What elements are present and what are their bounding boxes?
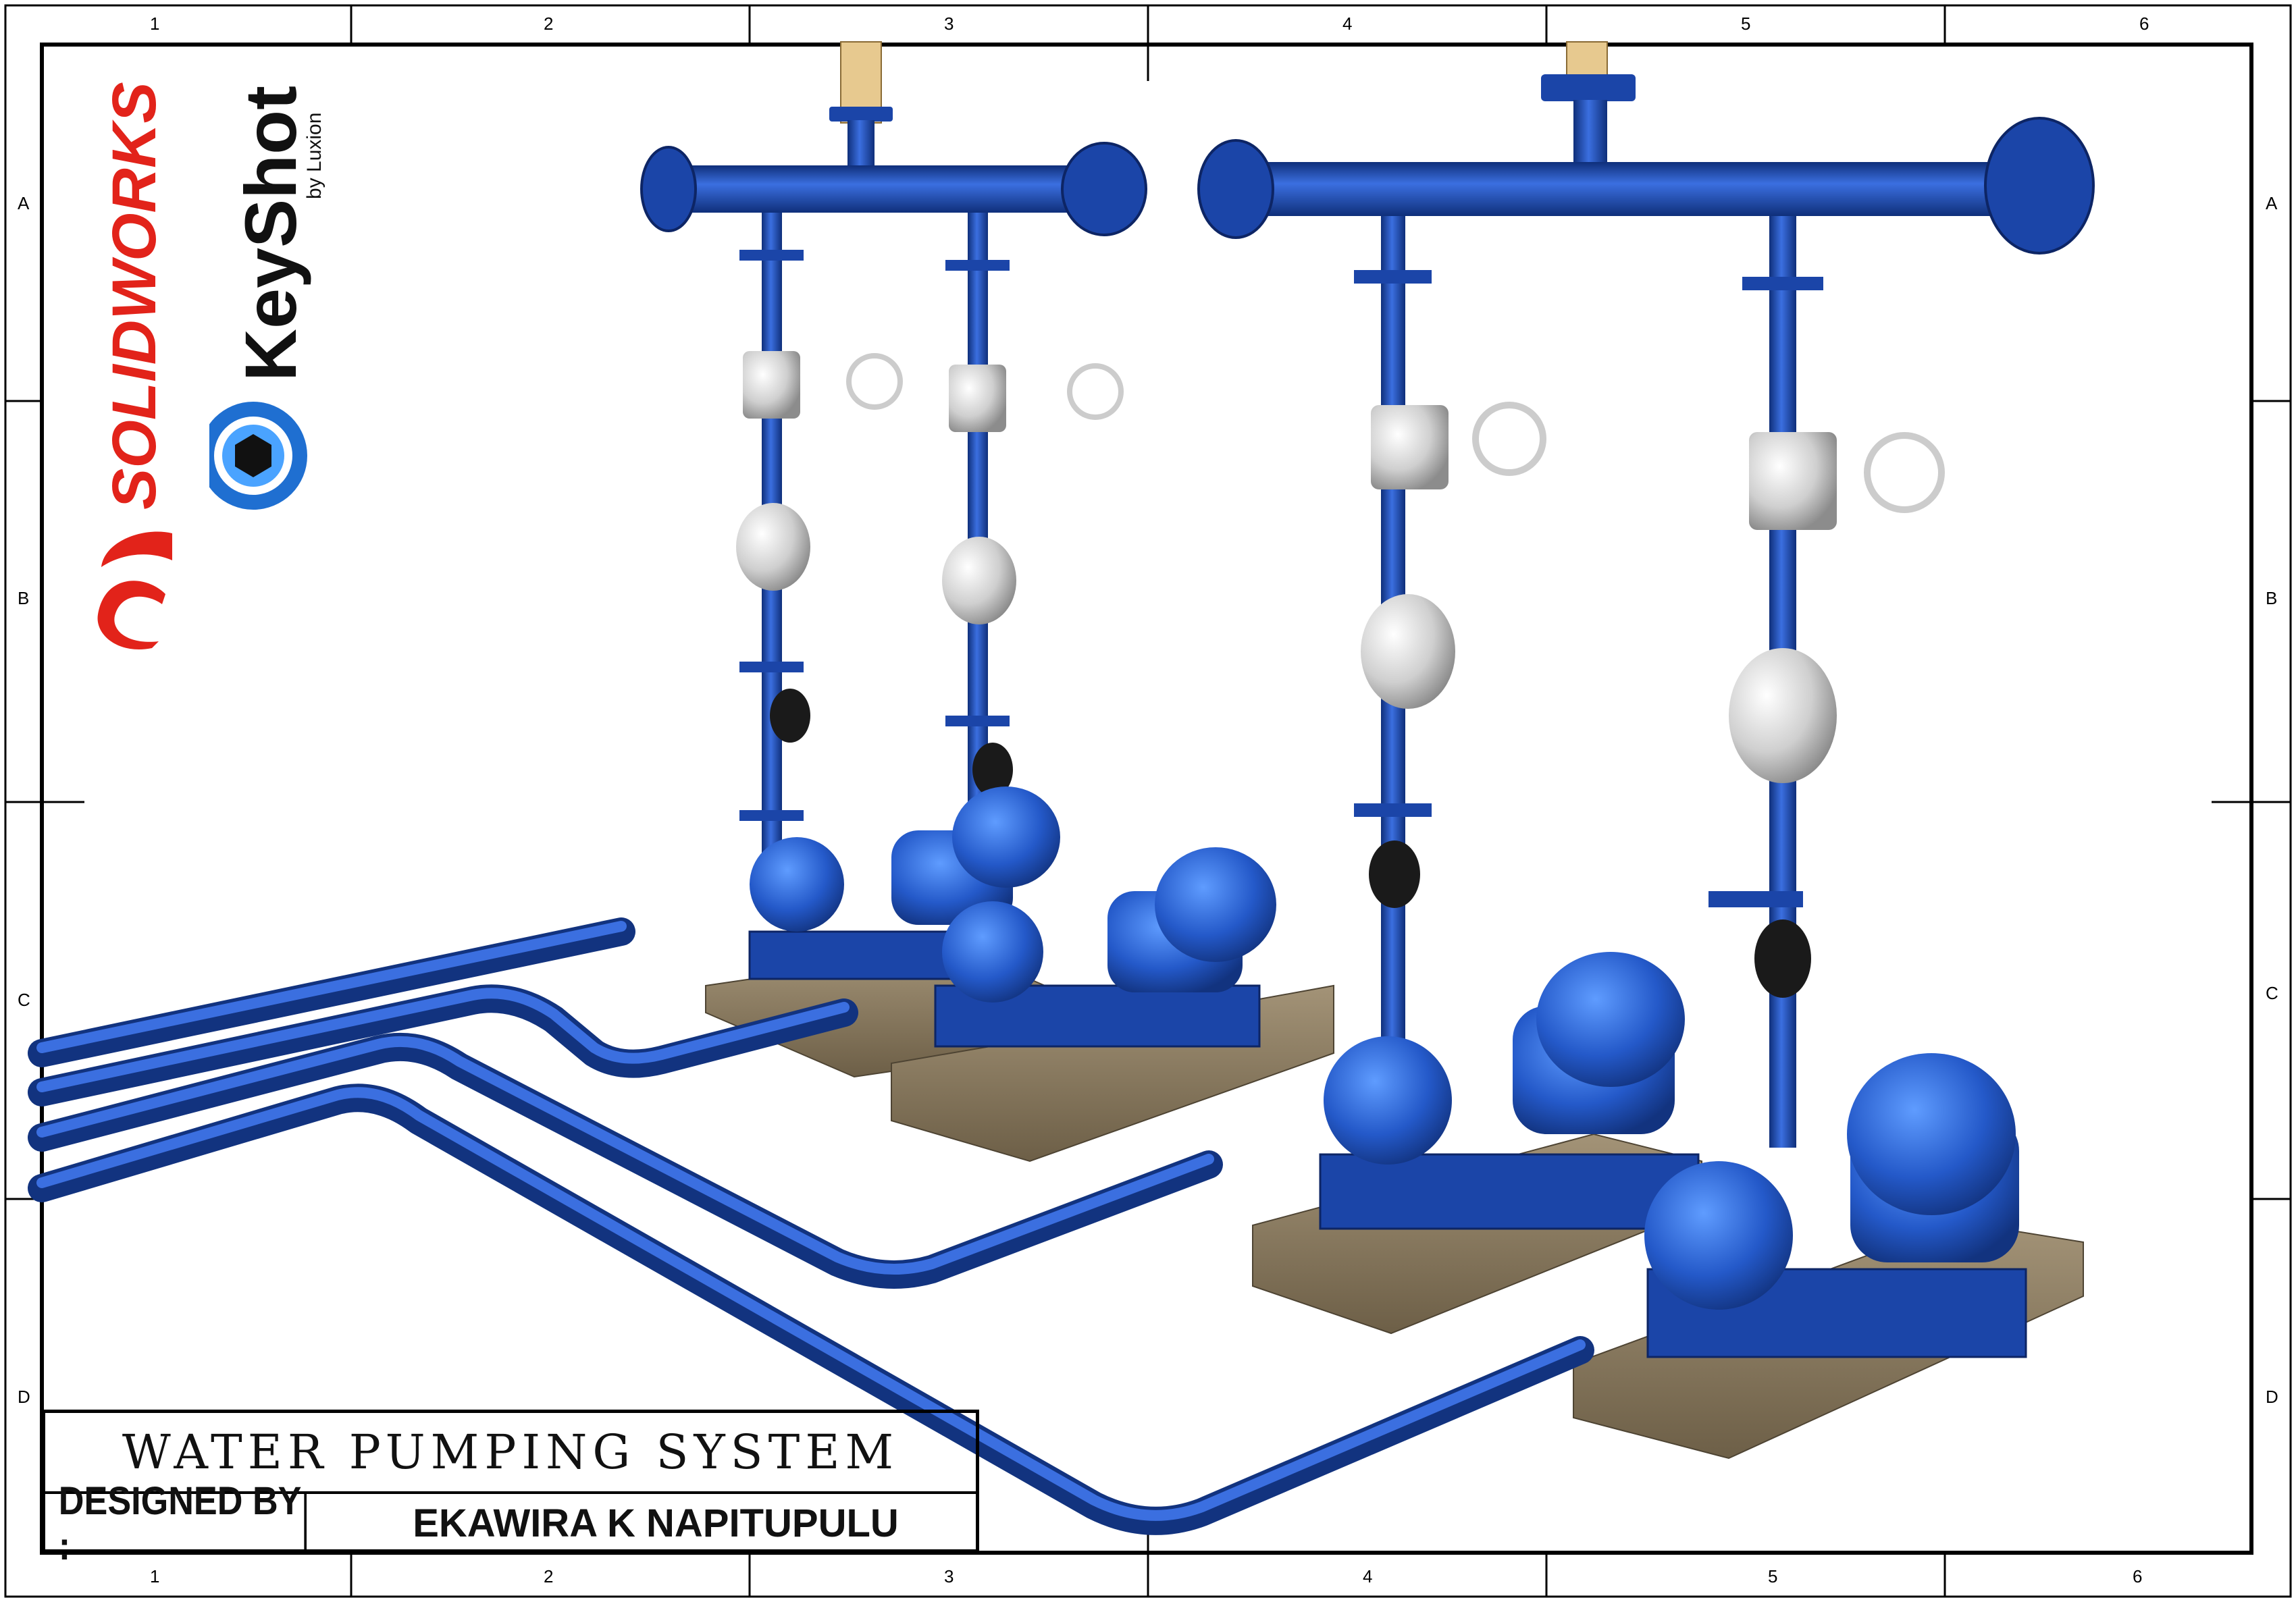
zone-left-d: D: [18, 1387, 30, 1407]
zone-right-d: D: [2266, 1387, 2278, 1407]
zone-left-a: A: [18, 193, 30, 213]
zone-top-1: 1: [150, 14, 159, 34]
zone-bottom-6: 6: [2133, 1566, 2142, 1586]
title-block: WATER PUMPING SYSTEM DESIGNED BY : EKAWI…: [42, 1410, 979, 1568]
zone-right-b: B: [2266, 588, 2277, 608]
ds-logo-icon: [97, 531, 172, 649]
riser-3: [1354, 216, 1546, 1067]
zone-left-b: B: [18, 588, 29, 608]
solidworks-wordmark: SOLIDWORKS: [100, 82, 169, 510]
zone-labels-right: A B C D: [2266, 193, 2278, 1407]
designer-name: EKAWIRA K NAPITUPULU: [413, 1501, 899, 1545]
title-row: WATER PUMPING SYSTEM: [45, 1413, 976, 1494]
zone-top-3: 3: [944, 14, 954, 34]
zone-bottom-5: 5: [1768, 1566, 1777, 1586]
zone-top-2: 2: [544, 14, 553, 34]
zone-right-c: C: [2266, 983, 2278, 1003]
riser-4: [1708, 216, 1945, 1148]
zone-top-5: 5: [1741, 14, 1750, 34]
sheet-border: [4, 4, 2292, 1598]
zone-bottom-1: 1: [150, 1566, 159, 1586]
zone-bottom-2: 2: [544, 1566, 553, 1586]
header-left: [640, 41, 1147, 236]
designed-by-label: DESIGNED BY :: [45, 1479, 307, 1568]
zone-right-a: A: [2266, 193, 2278, 213]
header-right: [1197, 41, 2095, 255]
zone-bottom-3: 3: [944, 1566, 954, 1586]
riser-1: [736, 213, 903, 874]
pump-set-4: [1644, 1053, 2027, 1358]
suction-pipes: [28, 917, 1594, 1535]
zone-left-c: C: [18, 990, 30, 1010]
zone-bottom-4: 4: [1363, 1566, 1372, 1586]
zone-top-4: 4: [1342, 14, 1352, 34]
pump-set-3: [1319, 952, 1700, 1230]
designer-row: DESIGNED BY : EKAWIRA K NAPITUPULU: [45, 1479, 976, 1568]
drawing-title: WATER PUMPING SYSTEM: [122, 1424, 899, 1480]
keyshot-wordmark: KeyShot: [230, 86, 311, 381]
pump-set-2: [934, 847, 1276, 1048]
keyshot-aperture-icon: [209, 402, 307, 510]
zone-labels-top: 1 2 3 4 5 6: [150, 14, 2149, 34]
zone-labels-bottom: 1 2 3 4 5 6: [150, 1566, 2142, 1586]
keyshot-logo: KeyShot by Luxion: [209, 86, 325, 510]
zone-labels-left: A B C D: [18, 193, 30, 1407]
keyshot-sub: by Luxion: [303, 113, 325, 199]
zone-top-6: 6: [2139, 14, 2149, 34]
solidworks-logo: SOLIDWORKS: [97, 82, 172, 649]
